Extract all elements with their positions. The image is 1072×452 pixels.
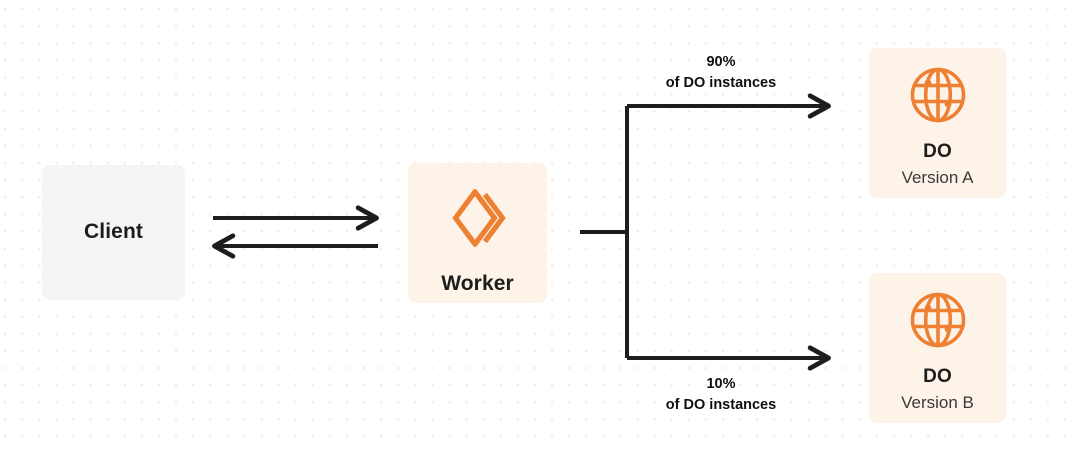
node-do-a-sublabel: Version A: [901, 167, 974, 187]
globe-icon: [909, 291, 967, 354]
edge-label-do-a-percent: 90%: [706, 54, 736, 70]
cloudflare-workers-icon: [445, 185, 511, 256]
edge-label-do-b-caption: of DO instances: [665, 397, 777, 414]
edge-label-do-a-caption: of DO instances: [665, 75, 777, 92]
node-do-version-b[interactable]: DO Version B: [869, 273, 1006, 423]
node-do-b-label: DO: [923, 366, 952, 387]
edge-label-do-b: 10% of DO instances: [636, 374, 806, 416]
node-worker-label: Worker: [441, 272, 514, 295]
node-do-a-label: DO: [923, 141, 952, 162]
globe-icon: [909, 66, 967, 129]
node-worker[interactable]: Worker: [408, 163, 547, 303]
node-client[interactable]: Client: [42, 165, 185, 300]
node-do-b-sublabel: Version B: [901, 392, 974, 412]
node-do-version-a[interactable]: DO Version A: [869, 48, 1006, 198]
edge-label-do-b-percent: 10%: [706, 376, 736, 392]
edge-label-do-a: 90% of DO instances: [636, 52, 806, 94]
node-client-label: Client: [84, 220, 143, 244]
